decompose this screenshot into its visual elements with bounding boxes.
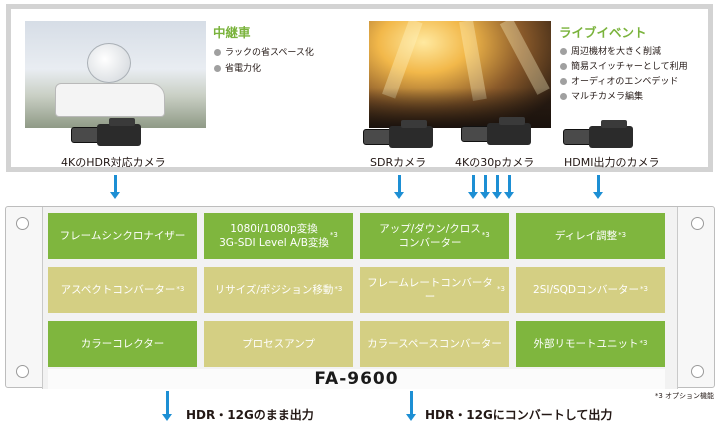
scene-right-feature-3: オーディオのエンベデッド [560, 74, 678, 87]
scene-title-right: ライブイベント [559, 25, 647, 40]
input-arrow-sdr [394, 175, 404, 199]
model-bar: FA-9600 [48, 369, 665, 389]
function-cell: 2SI/SQDコンバーター*3 [516, 267, 665, 313]
output-label-convert: HDR・12Gにコンバートして出力 [425, 408, 613, 422]
function-label: リサイズ/ポジション移動 [214, 283, 334, 296]
function-label: プロセスアンプ [242, 337, 315, 350]
model-name: FA-9600 [314, 369, 399, 389]
hdmi-camera-icon [563, 120, 633, 148]
rack-ear-hole [16, 217, 29, 230]
function-cell: カラーコレクター [48, 321, 197, 367]
function-cell: フレームレートコンバーター *3 [360, 267, 509, 313]
function-label: アップ/ダウン/クロスコンバーター [379, 222, 481, 249]
option-note-mark: *3 [497, 285, 505, 294]
function-label: カラースペースコンバーター [367, 337, 502, 350]
function-label: カラーコレクター [80, 337, 165, 350]
live-event-photo [369, 21, 551, 128]
function-cell: フレームシンクロナイザー [48, 213, 197, 259]
function-cell: 外部リモートユニット*3 [516, 321, 665, 367]
sdr-camera-icon [363, 120, 433, 148]
function-label: 2SI/SQDコンバーター [533, 283, 640, 296]
scene-right-feature-2: 簡易スイッチャーとして利用 [560, 59, 688, 72]
option-note-mark: *3 [618, 231, 627, 240]
scene-right-feature-4: マルチカメラ編集 [560, 89, 643, 102]
rack-ear-hole [691, 365, 704, 378]
input-arrow-4k30p-2 [480, 175, 490, 199]
scene-left-feature-1: ラックの省スペース化 [214, 45, 314, 58]
input-arrow-hdmi [593, 175, 603, 199]
input-arrow-4k30p-1 [468, 175, 478, 199]
option-note-mark: *3 [329, 231, 338, 240]
camera-caption-4k30p: 4Kの30pカメラ [455, 156, 535, 169]
scenario-panel: 中継車 ラックの省スペース化 省電力化 ライブイベント 周辺機材を大きく削減 簡… [6, 4, 713, 172]
function-cell: ディレイ調整*3 [516, 213, 665, 259]
scene-title-left: 中継車 [213, 25, 251, 40]
scene-left-feature-2: 省電力化 [214, 61, 261, 74]
output-arrow-convert [406, 391, 416, 421]
option-note-mark: *3 [481, 231, 490, 240]
input-arrow-hdr4k [110, 175, 120, 199]
function-cell: アスペクトコンバーター*3 [48, 267, 197, 313]
function-label: アスペクトコンバーター [60, 283, 176, 296]
input-arrow-4k30p-3 [492, 175, 502, 199]
output-arrow-passthrough [162, 391, 172, 421]
output-label-passthrough: HDR・12Gのまま出力 [186, 408, 314, 422]
scene-right-feature-1: 周辺機材を大きく削減 [560, 44, 661, 57]
camera-caption-hdmi: HDMI出力のカメラ [564, 156, 660, 169]
input-arrow-4k30p-4 [504, 175, 514, 199]
camera-caption-hdr4k: 4KのHDR対応カメラ [61, 156, 166, 169]
function-label: フレームシンクロナイザー [59, 229, 186, 242]
function-cell: アップ/ダウン/クロスコンバーター*3 [360, 213, 509, 259]
4k-30p-camera-icon [461, 117, 531, 145]
option-note-mark: *3 [176, 285, 185, 294]
function-label: 外部リモートユニット [533, 337, 639, 350]
stage-light-beam [382, 21, 423, 99]
function-cell: プロセスアンプ [204, 321, 353, 367]
broadcast-van-photo [25, 21, 206, 128]
satellite-dish-icon [87, 43, 131, 83]
function-label: フレームレートコンバーター [367, 276, 493, 303]
4k-hdr-camera-icon [71, 118, 141, 146]
stage-light-beam [499, 21, 550, 95]
option-note-mark: *3 [639, 339, 648, 348]
option-note-mark: *3 [640, 285, 648, 294]
rack-ear-hole [691, 217, 704, 230]
option-note-mark: *3 [334, 285, 343, 294]
van-body [55, 83, 165, 117]
function-label: ディレイ調整 [554, 229, 618, 242]
rack-ear-hole [16, 365, 29, 378]
function-cell: リサイズ/ポジション移動*3 [204, 267, 353, 313]
footnote: *3 オプション機能 [654, 392, 714, 400]
camera-caption-sdr: SDRカメラ [370, 156, 427, 169]
function-cell: カラースペースコンバーター [360, 321, 509, 367]
